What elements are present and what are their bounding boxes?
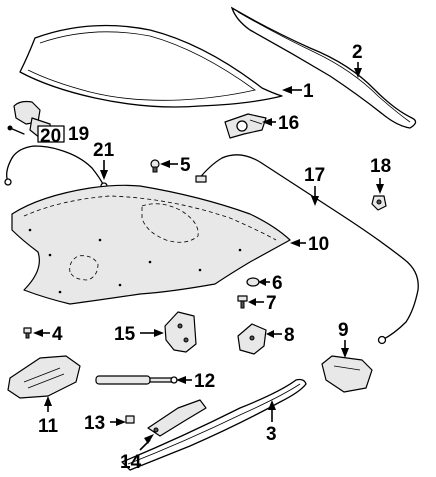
callout-16: 16 (278, 113, 299, 134)
callout-2: 2 (352, 42, 363, 63)
callout-9: 9 (338, 320, 349, 341)
hood-seal (230, 6, 417, 129)
callout-21: 21 (93, 140, 115, 161)
weatherstrip (121, 378, 307, 471)
callout-20: 20 (40, 126, 61, 147)
retainer-clip (23, 327, 32, 339)
hood-bumper (150, 159, 160, 173)
lock-support (321, 355, 373, 393)
hood-latch (224, 113, 267, 139)
callout-3: 3 (266, 424, 277, 445)
lift-support (95, 375, 178, 385)
leader-lines (33, 62, 384, 451)
callout-15: 15 (114, 324, 136, 345)
callout-4: 4 (52, 324, 63, 345)
callout-14: 14 (120, 452, 142, 473)
prop-rod (4, 145, 108, 190)
bolt (237, 295, 248, 309)
callout-19: 19 (68, 124, 89, 145)
hood-panel (19, 24, 283, 108)
callout-13: 13 (84, 413, 105, 434)
cable-clip (371, 195, 387, 211)
nut (125, 415, 135, 424)
callout-10: 10 (308, 234, 329, 255)
callout-1: 1 (303, 81, 314, 102)
callout-18: 18 (370, 156, 391, 177)
release-handle (147, 399, 207, 437)
callout-7: 7 (266, 293, 277, 314)
latch-assembly (7, 355, 81, 399)
callout-12: 12 (194, 371, 215, 392)
callout-5: 5 (180, 155, 191, 176)
grommet (246, 277, 260, 287)
callout-6: 6 (272, 273, 283, 294)
hinge-assembly (7, 100, 65, 143)
callout-17: 17 (304, 165, 325, 186)
callout-11: 11 (38, 416, 59, 437)
hood-hinge (164, 311, 197, 353)
callout-8: 8 (284, 325, 295, 346)
hood-insulator (11, 184, 291, 305)
release-cable (195, 154, 419, 345)
hinge-bracket (237, 323, 267, 355)
